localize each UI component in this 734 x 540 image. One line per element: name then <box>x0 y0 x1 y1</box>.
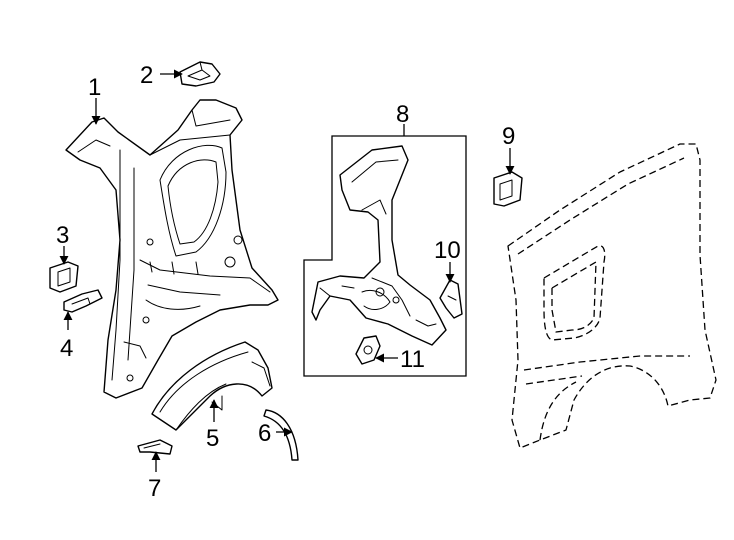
callout-7: 7 <box>148 475 161 502</box>
callout-2: 2 <box>140 62 153 89</box>
assembly-8-box <box>303 135 467 377</box>
part-10-bracket <box>439 279 463 319</box>
callout-6: 6 <box>258 420 271 447</box>
callout-3: 3 <box>56 222 69 249</box>
callout-1: 1 <box>88 74 101 101</box>
callout-labels: 1 2 3 4 5 6 7 8 9 10 11 <box>56 62 515 502</box>
part-2-bracket <box>179 61 221 87</box>
part-3-reinforcement <box>49 261 79 293</box>
callout-8: 8 <box>396 101 409 128</box>
callout-10: 10 <box>434 237 461 264</box>
leader-lines <box>59 69 515 472</box>
callout-4: 4 <box>60 335 73 362</box>
callout-11: 11 <box>400 346 425 373</box>
part-7-bracket <box>137 439 173 455</box>
part-9-bracket <box>493 171 523 207</box>
callout-9: 9 <box>502 123 515 150</box>
part-11-bracket <box>355 335 381 365</box>
quarter-panel-outline <box>507 143 717 449</box>
part-8-pillar-assembly <box>311 145 447 346</box>
part-4-bracket <box>63 289 103 313</box>
part-5-wheelhouse <box>151 341 273 431</box>
part-1-quarter-inner-panel <box>65 99 279 399</box>
callout-5: 5 <box>206 425 219 452</box>
